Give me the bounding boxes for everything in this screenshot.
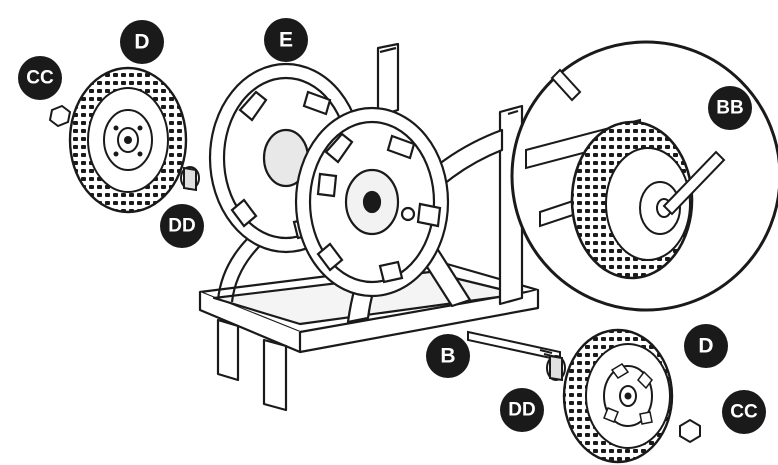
callout-d-right-label: D: [698, 335, 713, 358]
right-cap-nut: [679, 418, 701, 444]
callout-bb: BB: [708, 86, 752, 130]
hose-reel: [208, 62, 450, 298]
callout-b-label: B: [440, 345, 455, 368]
callout-cc-left-label: CC: [26, 68, 54, 89]
callout-dd-right-label: DD: [508, 400, 535, 421]
callout-dd-right: DD: [500, 388, 544, 432]
callout-cc-right: CC: [722, 390, 766, 434]
left-wheel: [68, 66, 188, 214]
left-spacer: [180, 166, 200, 192]
callout-cc-left: CC: [18, 56, 62, 100]
callout-b: B: [426, 334, 470, 378]
reel-front-flange: [294, 106, 450, 298]
callout-d-right: D: [684, 324, 728, 368]
callout-d-left-label: D: [134, 31, 149, 54]
callout-e-label: E: [279, 29, 293, 52]
axle-rod: [467, 330, 561, 362]
callout-d-left: D: [120, 20, 164, 64]
right-wheel: [562, 328, 674, 464]
callout-bb-label: BB: [716, 98, 743, 119]
callout-e: E: [264, 18, 308, 62]
callout-dd-left-label: DD: [168, 216, 195, 237]
left-cap-nut: [48, 104, 72, 128]
detail-inset: [510, 40, 778, 312]
callout-dd-left: DD: [160, 204, 204, 248]
callout-cc-right-label: CC: [730, 402, 758, 423]
right-spacer: [546, 354, 566, 382]
